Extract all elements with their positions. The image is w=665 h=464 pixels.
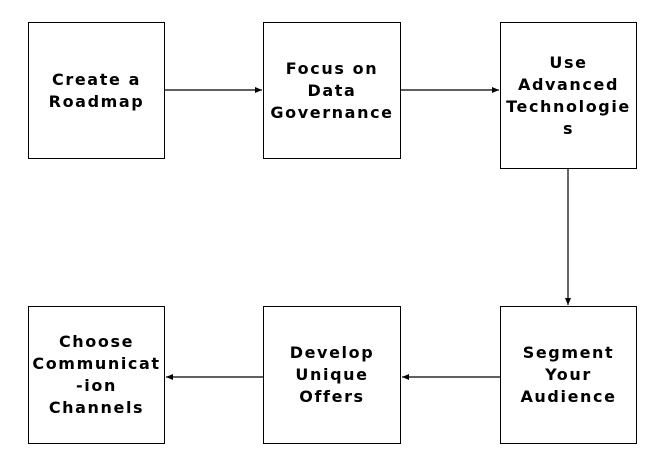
node-label-line: s [562,118,575,138]
node-create-roadmap: Create a Roadmap [28,22,165,159]
node-data-governance: Focus on Data Governance [263,22,401,159]
node-label-line: Advanced [517,74,620,94]
node-label-line: Create a [52,69,141,89]
node-advanced-technologies: Use Advanced Technologie s [500,22,637,169]
node-label-line: Channels [48,398,145,417]
node-label-line: Governance [270,102,394,122]
node-label-line: Your [545,365,592,384]
node-label-line: Use [549,52,588,72]
node-label-line: Technologie [506,96,631,116]
node-label-line: Communicat [32,354,161,373]
node-label-line: Unique [295,365,369,384]
node-label-line: Develop [289,343,375,362]
node-label-line: Offers [299,387,365,406]
node-label-line: Data [307,80,357,100]
node-label-line: Audience [520,387,617,406]
node-label-line: Roadmap [48,91,145,111]
node-label-line: Segment [522,343,615,362]
node-segment-audience: Segment Your Audience [500,306,637,444]
node-label-line: Focus on [285,58,379,78]
node-unique-offers: Develop Unique Offers [263,306,401,444]
node-label-line: -ion [76,376,117,395]
node-label-line: Choose [58,332,135,351]
node-communication-channels: Choose Communicat -ion Channels [28,306,165,444]
